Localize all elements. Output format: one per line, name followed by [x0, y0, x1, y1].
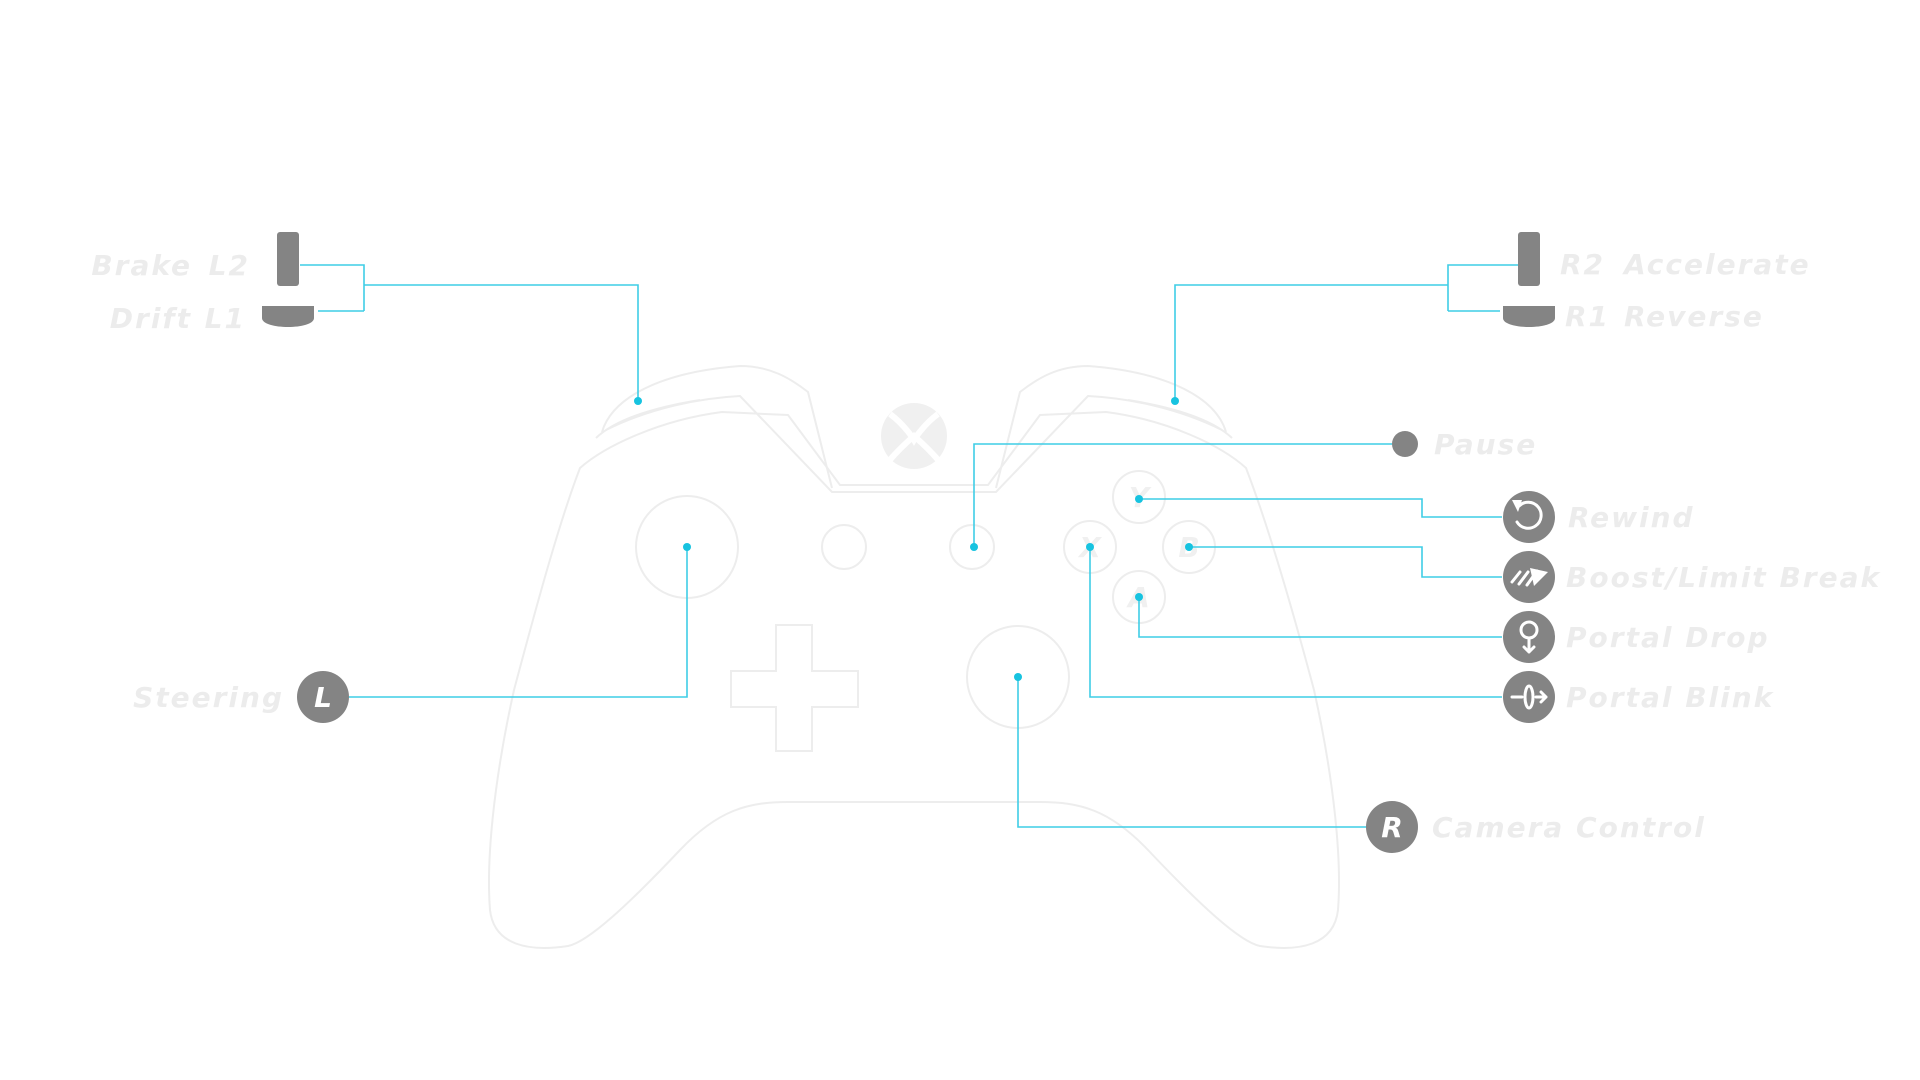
portal-drop-icon — [1503, 611, 1555, 663]
label-camera-control: Camera Control — [1432, 811, 1706, 844]
label-rewind: Rewind — [1568, 501, 1695, 534]
label-portal-drop: Portal Drop — [1566, 621, 1770, 654]
label-r2: R2 — [1560, 248, 1605, 281]
controller-body — [488, 410, 1340, 949]
label-l2: L2 — [209, 249, 250, 282]
connector-steering — [348, 547, 688, 698]
controller-outline: Y X B A — [488, 364, 1340, 949]
boost-icon — [1503, 551, 1555, 603]
connector-rewind — [1139, 498, 1502, 518]
connector-dots — [634, 397, 1193, 681]
connector-portal-drop — [1138, 597, 1502, 638]
connector-boost — [1189, 546, 1502, 578]
portal-blink-icon — [1503, 671, 1555, 723]
view-button-outline — [821, 524, 867, 570]
dot-y — [1135, 495, 1143, 503]
label-boost: Boost/Limit Break — [1566, 561, 1881, 594]
label-r1: R1 — [1565, 300, 1610, 333]
left-stick-badge-letter: L — [314, 681, 332, 714]
dot-right-stick — [1014, 673, 1022, 681]
right-stick-badge-letter: R — [1381, 811, 1403, 844]
dot-left-stick — [683, 543, 691, 551]
r2-trigger-icon — [1518, 232, 1540, 286]
rewind-icon — [1503, 491, 1555, 543]
label-brake: Brake — [91, 249, 192, 282]
y-button-outline — [1112, 470, 1166, 524]
labels: Brake L2 Drift L1 R2 Accelerate R1 Rever… — [91, 248, 1881, 844]
connector-portal-blink — [1089, 547, 1502, 698]
l1-bumper-icon — [262, 306, 314, 327]
controller-top-shell — [601, 364, 1227, 489]
xbox-logo-icon — [881, 403, 947, 469]
dot-left-trigger — [634, 397, 642, 405]
l2-trigger-icon — [277, 232, 299, 286]
dpad-outline — [730, 624, 859, 752]
label-accelerate: Accelerate — [1622, 248, 1811, 281]
connector-pause — [973, 443, 1392, 547]
label-drift: Drift — [110, 302, 192, 335]
dot-b — [1185, 543, 1193, 551]
label-pause: Pause — [1434, 428, 1537, 461]
connector-r2 — [1447, 264, 1518, 311]
menu-button-outline — [949, 524, 995, 570]
dot-right-trigger — [1171, 397, 1179, 405]
right-stick-badge: R — [1366, 801, 1418, 853]
label-steering: Steering — [133, 681, 284, 714]
connector-l2 — [300, 264, 365, 311]
pause-dot-icon — [1392, 431, 1418, 457]
left-stick-badge: L — [297, 671, 349, 723]
connector-camera — [1017, 677, 1370, 828]
r1-bumper-icon — [1503, 306, 1555, 327]
dot-x — [1086, 543, 1094, 551]
label-l1: L1 — [205, 302, 246, 335]
connector-lines — [300, 264, 1518, 828]
dot-a — [1135, 593, 1143, 601]
connector-left-bracket — [364, 284, 639, 401]
connector-right-bracket — [1174, 284, 1448, 401]
label-reverse: Reverse — [1624, 300, 1764, 333]
controller-upper-arc — [595, 399, 1233, 439]
label-portal-blink: Portal Blink — [1566, 681, 1775, 714]
controller-inner-shell — [605, 394, 1223, 493]
dot-menu — [970, 543, 978, 551]
